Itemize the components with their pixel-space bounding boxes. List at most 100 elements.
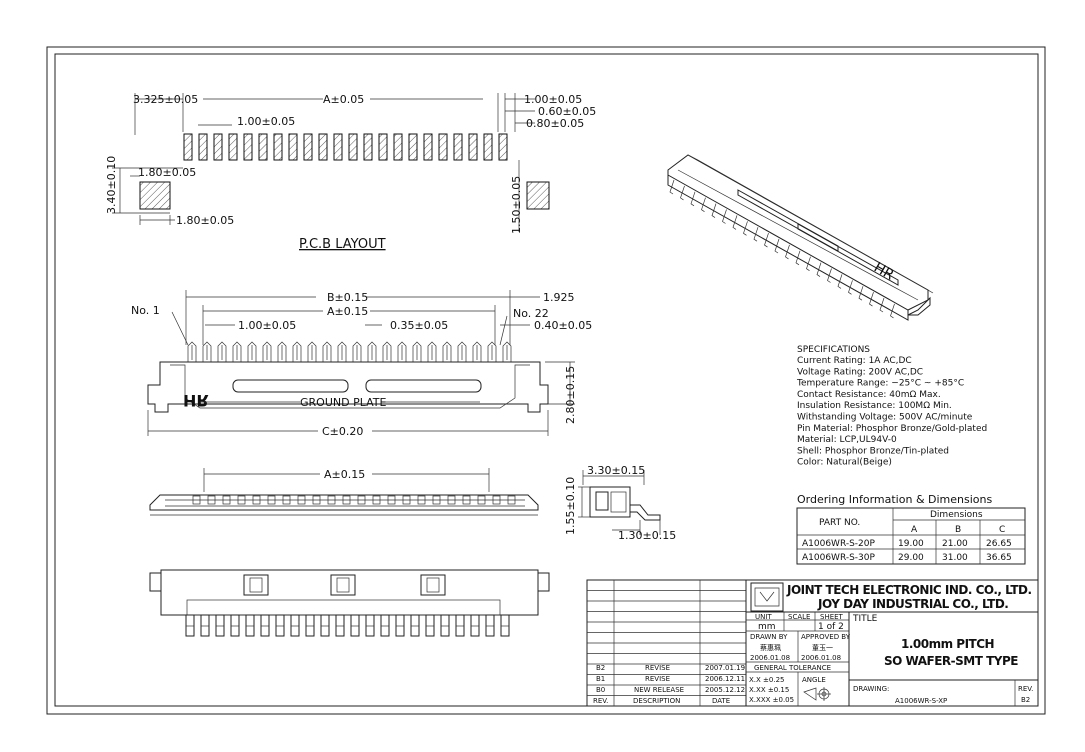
- spec-line: Pin Material: Phosphor Bronze/Gold-plate…: [797, 424, 987, 434]
- pcb-pad: [288, 133, 298, 161]
- top-pin: [402, 495, 411, 505]
- front-pin: [262, 341, 272, 362]
- spec-line: Material: LCP,UL94V-0: [797, 435, 897, 445]
- front-body-outline: [147, 361, 549, 413]
- iso-pin: [785, 244, 790, 260]
- top-pin: [207, 495, 216, 505]
- ordering-col-dims: Dimensions: [930, 510, 983, 520]
- iso-pin: [753, 227, 759, 242]
- rev-row3-date: 2005.12.12: [705, 686, 745, 694]
- bottom-pin: [245, 614, 255, 637]
- top-pin: [222, 495, 231, 505]
- ordering-header-a: A: [911, 525, 918, 535]
- iso-pin: [837, 274, 843, 289]
- pcb-pad: [228, 133, 238, 161]
- ordering-row2-c: 36.65: [986, 553, 1012, 563]
- drawn-by-date: 2006.01.08: [750, 654, 790, 662]
- bottom-pin: [425, 614, 435, 637]
- front-dim-a: A±0.15: [327, 305, 368, 318]
- bottom-pin: [185, 614, 195, 637]
- pcb-pad: [408, 133, 418, 161]
- iso-pin: [858, 286, 864, 301]
- rev-row3-desc: NEW RELEASE: [634, 686, 684, 694]
- front-pin: [442, 341, 452, 362]
- tolerance-3: X.XXX ±0.05: [749, 696, 794, 704]
- rev-row2-rev: B1: [596, 675, 605, 683]
- tolerance-1: X.X ±0.25: [749, 676, 785, 684]
- front-pin: [322, 341, 332, 362]
- front-dim-035: 0.35±0.05: [390, 319, 448, 332]
- side-dim-w: 3.30±0.15: [587, 464, 645, 477]
- approved-by-date: 2006.01.08: [801, 654, 841, 662]
- bottom-pin: [275, 614, 285, 637]
- bottom-pin: [395, 614, 405, 637]
- pcb-dim-left: 3.325±0.05: [133, 93, 198, 106]
- pcb-caption: P.C.B LAYOUT: [299, 237, 386, 252]
- approved-by-label: APPROVED BY: [801, 633, 851, 641]
- bottom-pin: [320, 614, 330, 637]
- drawing-number: A1006WR-S-XP: [895, 697, 947, 705]
- front-label-no22: No. 22: [513, 307, 549, 320]
- top-pin: [282, 495, 291, 505]
- bottom-pin: [380, 614, 390, 637]
- pcb-pad: [468, 133, 478, 161]
- front-pin: [427, 341, 437, 362]
- pcb-pad: [273, 133, 283, 161]
- pcb-pad: [183, 133, 193, 161]
- pcb-dim-right2: 0.60±0.05: [538, 105, 596, 118]
- bottom-pin: [260, 614, 270, 637]
- front-pin: [277, 341, 287, 362]
- pcb-dim-a: A±0.05: [323, 93, 364, 106]
- front-pin: [202, 341, 212, 362]
- spec-line: Shell: Phosphor Bronze/Tin-plated: [797, 446, 949, 456]
- ordering-header-b: B: [955, 525, 961, 535]
- desc-col-header: DESCRIPTION: [633, 697, 680, 705]
- iso-window-left: [737, 189, 839, 252]
- top-pin: [252, 495, 261, 505]
- front-pin: [487, 341, 497, 362]
- pcb-layout: 3.325±0.05 A±0.05 1.00±0.05 0.60±0.05 0.…: [105, 93, 596, 252]
- front-pin: [412, 341, 422, 362]
- top-pin: [297, 495, 306, 505]
- top-dim-a: A±0.15: [324, 468, 365, 481]
- ordering-header-c: C: [999, 525, 1005, 535]
- top-pin: [357, 495, 366, 505]
- front-pin: [397, 341, 407, 362]
- pcb-dim-pitch: 1.00±0.05: [237, 115, 295, 128]
- pcb-mount-pad-left: [139, 181, 171, 210]
- bottom-pin: [305, 614, 315, 637]
- iso-pin: [795, 250, 801, 266]
- top-pin: [447, 495, 456, 505]
- bottom-pin: [335, 614, 345, 637]
- iso-pin: [722, 209, 727, 224]
- pcb-pad: [258, 133, 268, 161]
- top-pin: [342, 495, 351, 505]
- side-dim-b: 1.30±0.15: [618, 529, 676, 542]
- drawn-by-label: DRAWN BY: [750, 633, 788, 641]
- front-dim-b: B±0.15: [327, 291, 368, 304]
- iso-pin: [711, 203, 717, 218]
- iso-pin: [701, 197, 706, 212]
- drawing-label: DRAWING:: [853, 685, 889, 693]
- angle-label: ANGLE: [802, 676, 826, 684]
- front-hr-logo: HR: [183, 391, 209, 410]
- front-pin: [502, 341, 512, 362]
- ordering-row1-part: A1006WR-S-20P: [802, 539, 876, 549]
- rev-col-header: REV.: [593, 697, 608, 705]
- top-pin: [312, 495, 321, 505]
- front-dim-c: C±0.20: [322, 425, 363, 438]
- front-pin: [247, 341, 257, 362]
- ordering-row2-a: 29.00: [898, 553, 924, 563]
- rev-row1-rev: B2: [596, 664, 605, 672]
- rev-row1-date: 2007.01.19: [705, 664, 745, 672]
- pcb-pad: [438, 133, 448, 161]
- side-body: [589, 486, 631, 518]
- front-pin: [217, 341, 227, 362]
- top-pin: [507, 495, 516, 505]
- bottom-pin: [365, 614, 375, 637]
- iso-pin: [869, 291, 874, 307]
- iso-hr-logo: HR: [871, 260, 897, 284]
- spec-line: Insulation Resistance: 100MΩ Min.: [797, 401, 952, 411]
- spec-line: Color: Natural(Beige): [797, 458, 892, 468]
- iso-pin: [827, 268, 832, 283]
